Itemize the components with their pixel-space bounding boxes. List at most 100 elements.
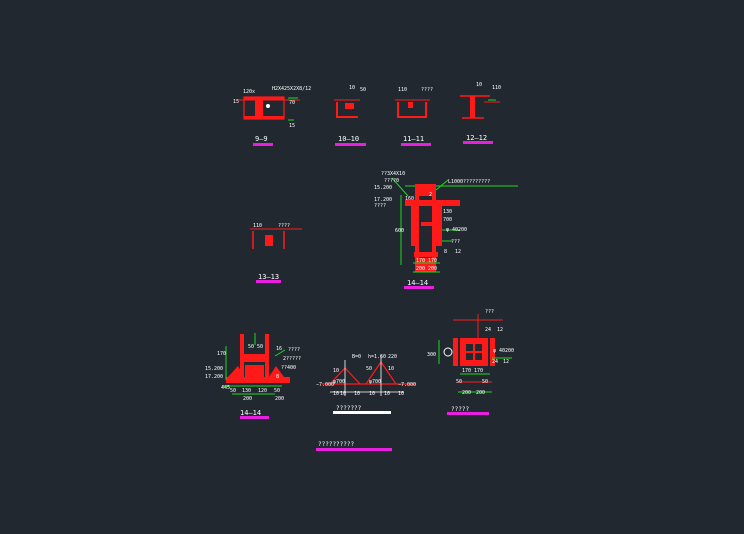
dim-h: 12 bbox=[503, 359, 509, 365]
dim-f: φ 40200 bbox=[446, 227, 467, 233]
section-anchor-detail: B=0 h=1.60 220 10 50 10 φ700 φ700 −7.000… bbox=[316, 354, 416, 414]
label-b: ???? bbox=[421, 87, 433, 93]
title-tag bbox=[335, 143, 366, 146]
elev-3: 17.200 bbox=[374, 197, 392, 203]
elev-1: ????0 bbox=[384, 178, 399, 184]
column-void bbox=[419, 196, 432, 258]
dim-i: 50 bbox=[456, 379, 462, 385]
label-a: 110 bbox=[398, 87, 407, 93]
dim-d: 300 bbox=[427, 352, 436, 358]
bolt-dot bbox=[266, 104, 270, 108]
section-title: 9—9 bbox=[255, 135, 268, 143]
dim-b: 2 bbox=[429, 192, 432, 198]
lbl-10: 10 bbox=[354, 391, 360, 397]
section-title: ????? bbox=[451, 406, 469, 413]
label-a: 110 bbox=[253, 223, 262, 229]
leader-line bbox=[391, 177, 409, 197]
elev-1: 15.200 bbox=[205, 366, 223, 372]
title-tag bbox=[256, 280, 281, 283]
channel-profile bbox=[397, 102, 427, 118]
dim-top2: h=1.60 bbox=[368, 354, 386, 360]
drawing-title: ?????????? bbox=[318, 441, 355, 448]
label-left: 15 bbox=[233, 99, 239, 105]
dim-j: 8 bbox=[276, 374, 279, 380]
dim-h: 8 bbox=[444, 249, 447, 255]
dim-i: 16 bbox=[276, 346, 282, 352]
lbl-11: 10 bbox=[369, 391, 375, 397]
section-10-10: 10 50 10—10 bbox=[334, 85, 366, 146]
side-plate-left bbox=[453, 338, 458, 366]
dim-f: 200 bbox=[275, 396, 284, 402]
leader-line bbox=[274, 349, 286, 357]
gusset-right bbox=[269, 366, 284, 377]
section-title: 14—14 bbox=[240, 409, 261, 417]
stiffener bbox=[265, 235, 273, 246]
dim-a: 50 bbox=[230, 388, 236, 394]
title-tag bbox=[333, 411, 391, 414]
section-title: ??????? bbox=[336, 405, 362, 412]
dim-h: 445 bbox=[221, 385, 230, 391]
stiffener bbox=[345, 103, 354, 109]
dim-a: 24 bbox=[485, 327, 491, 333]
section-title: 14—14 bbox=[407, 279, 428, 287]
dim-j: 50 bbox=[482, 379, 488, 385]
lbl-2: 50 bbox=[366, 366, 372, 372]
dim-top: 50 50 bbox=[248, 344, 263, 350]
title-tag bbox=[404, 286, 434, 289]
dim-c: φ 40200 bbox=[493, 348, 514, 354]
dim-j: 170 bbox=[416, 258, 425, 264]
dim-e: 600 bbox=[395, 228, 404, 234]
title-tag bbox=[447, 412, 489, 415]
lbl-3: 10 bbox=[388, 366, 394, 372]
title-tag bbox=[316, 448, 392, 451]
label-right: 70 bbox=[289, 100, 295, 106]
dim-l: 200 bbox=[476, 390, 485, 396]
title-tag bbox=[463, 141, 493, 144]
beam-flange bbox=[405, 200, 460, 206]
elev-4: ???? bbox=[374, 203, 386, 209]
stiffener bbox=[421, 222, 433, 226]
angle-profile bbox=[336, 102, 358, 118]
leader-line bbox=[435, 179, 449, 191]
bolt-circle bbox=[443, 347, 453, 357]
dim-top3: 220 bbox=[388, 354, 397, 360]
drawing-footer: ?????????? bbox=[316, 441, 392, 451]
dim-m: 200 bbox=[428, 266, 437, 272]
lbl-5: φ700 bbox=[369, 379, 381, 385]
section-column-detail: ??? 24 12 φ 40200 300 170 170 24 12 50 5… bbox=[427, 309, 514, 415]
dim-g: 24 bbox=[492, 359, 498, 365]
dim-d: 50 bbox=[274, 388, 280, 394]
note-c: ??400 bbox=[281, 365, 296, 371]
gusset-left bbox=[228, 366, 244, 377]
dim-i: 12 bbox=[455, 249, 461, 255]
dim-b: 12 bbox=[497, 327, 503, 333]
beam-flange-bottom bbox=[244, 116, 284, 119]
lbl-8: 10 bbox=[333, 391, 339, 397]
lbl-12: 10 bbox=[384, 391, 390, 397]
note-right: L1000????????? bbox=[448, 179, 490, 185]
dim-k: 170 bbox=[428, 258, 437, 264]
dim-g: 170 bbox=[217, 351, 226, 357]
dim-e: 170 bbox=[462, 368, 471, 374]
label-top: ??? bbox=[485, 309, 494, 315]
dim-top: B=0 bbox=[352, 354, 361, 360]
beam-web bbox=[255, 97, 263, 119]
bracket-right bbox=[436, 206, 442, 246]
label-note: H2X425X2X8/12 bbox=[272, 86, 311, 92]
lbl-9: 10 bbox=[340, 391, 346, 397]
base-plate bbox=[414, 252, 438, 257]
section-14-14-upper: ??3X4X10 ????0 15.200 17.200 ???? L1000?… bbox=[374, 171, 518, 289]
bracket-left bbox=[411, 206, 417, 246]
section-title: 13—13 bbox=[258, 273, 279, 281]
label-b: ???? bbox=[278, 223, 290, 229]
label-top: 120x bbox=[243, 89, 255, 95]
title-tag bbox=[253, 143, 273, 146]
dim-e: 200 bbox=[243, 396, 252, 402]
dim-k: 200 bbox=[462, 390, 471, 396]
dim-b: 130 bbox=[242, 388, 251, 394]
title-tag bbox=[401, 143, 431, 146]
section-9-9: 120x H2X425X2X8/12 15 70 15 9—9 bbox=[233, 86, 311, 146]
stiffener bbox=[408, 102, 413, 108]
base-plate bbox=[226, 377, 290, 383]
